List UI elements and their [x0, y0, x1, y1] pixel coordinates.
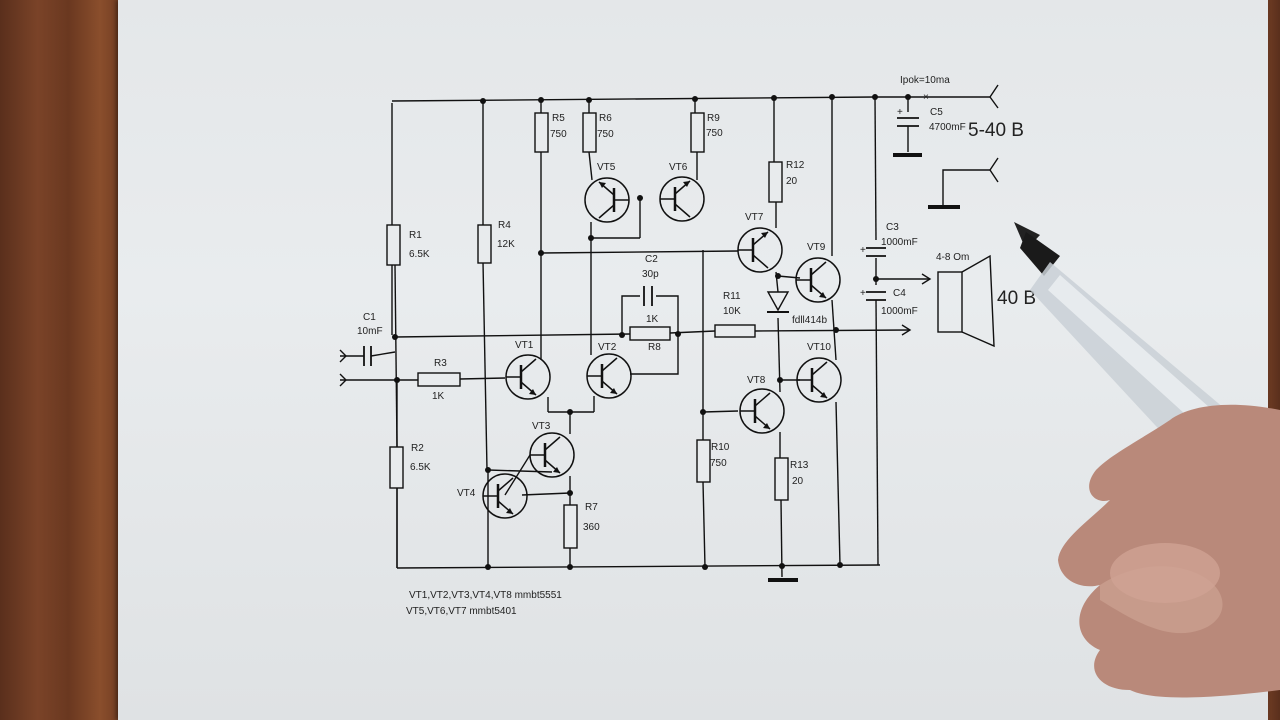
vt7-transistor	[736, 226, 784, 274]
vt10-label: VT10	[807, 342, 831, 353]
c5-value: 4700mF	[929, 122, 966, 133]
c3-value: 1000mF	[881, 237, 918, 248]
r10-resistor	[696, 439, 711, 483]
vt9-transistor	[794, 256, 842, 304]
r9-resistor	[690, 112, 705, 153]
r9-name: R9	[707, 113, 720, 124]
r2-name: R2	[411, 443, 424, 454]
junction-dots	[392, 94, 911, 570]
r2-value: 6.5K	[410, 462, 431, 473]
c1-name: C1	[363, 312, 376, 323]
capacitors	[363, 117, 919, 366]
vt1-label: VT1	[515, 340, 534, 351]
r3-value: 1K	[432, 391, 445, 402]
r13-name: R13	[790, 460, 809, 471]
diode-fdll414b	[766, 291, 790, 313]
supply-voltage-label: 5-40 B	[968, 120, 1024, 141]
speaker-power-label: 40 B	[997, 288, 1036, 309]
vt4-transistor	[481, 472, 529, 520]
speaker	[937, 254, 995, 348]
r6-resistor	[582, 112, 597, 153]
npn-part-note: VT1,VT2,VT3,VT4,VT8 mmbt5551	[409, 590, 562, 601]
r9-value: 750	[706, 128, 723, 139]
r4-value: 12K	[497, 239, 515, 250]
r12-value: 20	[786, 176, 798, 187]
vt6-label: VT6	[669, 162, 688, 173]
vt6-transistor	[658, 175, 706, 223]
r7-value: 360	[583, 522, 600, 533]
r2-resistor	[389, 446, 404, 489]
vt3-transistor	[528, 431, 576, 479]
r8-name: R8	[648, 342, 661, 353]
r12-name: R12	[786, 160, 805, 171]
vt3-label: VT3	[532, 421, 551, 432]
diode-label: fdll414b	[792, 315, 827, 326]
pnp-part-note: VT5,VT6,VT7 mmbt5401	[406, 606, 517, 617]
capacitor-polarity-marks: + + +	[860, 107, 903, 299]
r11-name: R11	[723, 291, 741, 302]
resistors	[386, 112, 789, 549]
r11-value: 10K	[723, 306, 741, 317]
r5-name: R5	[552, 113, 565, 124]
svg-text:+: +	[860, 245, 866, 256]
vt5-transistor	[583, 176, 631, 224]
c4-name: C4	[893, 288, 906, 299]
r5-resistor	[534, 112, 549, 153]
r8-value: 1K	[646, 314, 659, 325]
r4-resistor	[477, 224, 492, 264]
r1-resistor	[386, 224, 401, 266]
r13-value: 20	[792, 476, 804, 487]
ground-symbols	[768, 153, 960, 582]
vt8-label: VT8	[747, 375, 766, 386]
speaker-impedance-label: 4-8 Om	[936, 252, 969, 263]
wooden-table-left	[0, 0, 125, 720]
vt7-label: VT7	[745, 212, 764, 223]
r12-resistor	[768, 161, 783, 203]
r13-resistor	[774, 457, 789, 501]
r8-resistor	[629, 326, 671, 341]
c4-value: 1000mF	[881, 306, 918, 317]
c1-value: 10mF	[357, 326, 383, 337]
vt2-transistor	[585, 352, 633, 400]
vt9-label: VT9	[807, 242, 826, 253]
r4-name: R4	[498, 220, 511, 231]
svg-text:+: +	[860, 288, 866, 299]
supply-current-label: Ipok=10ma	[900, 75, 950, 86]
vt4-label: VT4	[457, 488, 476, 499]
vt10-transistor	[795, 356, 843, 404]
r1-name: R1	[409, 230, 422, 241]
hand	[1058, 404, 1280, 698]
c2-name: C2	[645, 254, 658, 265]
supply-cross-mark: ×	[923, 92, 929, 103]
c5-name: C5	[930, 107, 943, 118]
svg-text:+: +	[897, 107, 903, 118]
vt1-transistor	[504, 353, 552, 401]
r6-name: R6	[599, 113, 612, 124]
r1-value: 6.5K	[409, 249, 430, 260]
r3-resistor	[417, 372, 461, 387]
r10-name: R10	[711, 442, 730, 453]
r7-resistor	[563, 504, 578, 549]
vt5-label: VT5	[597, 162, 616, 173]
vt2-label: VT2	[598, 342, 617, 353]
r7-name: R7	[585, 502, 598, 513]
r6-value: 750	[597, 129, 614, 140]
c2-value: 30p	[642, 269, 659, 280]
r10-value: 750	[710, 458, 727, 469]
vt8-transistor	[738, 387, 786, 435]
c3-name: C3	[886, 222, 899, 233]
r11-resistor	[714, 324, 756, 338]
r3-name: R3	[434, 358, 447, 369]
r5-value: 750	[550, 129, 567, 140]
